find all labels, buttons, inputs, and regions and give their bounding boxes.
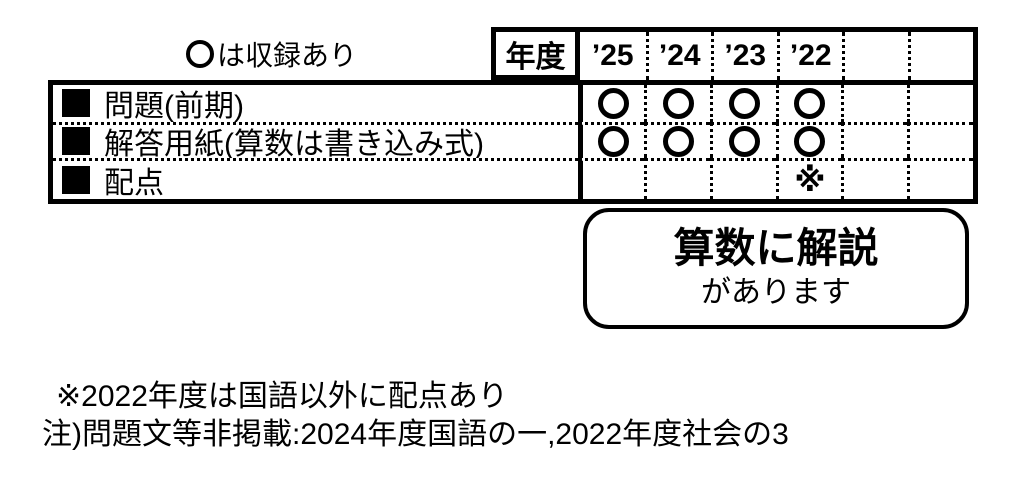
year-column-header: [907, 32, 974, 80]
circle-mark-icon: [728, 125, 760, 157]
circle-mark-icon: [597, 125, 629, 157]
black-square-icon: [62, 127, 90, 156]
availability-table: 問題(前期) 解答用紙(算数は書き込み式) 配点 ※: [48, 80, 978, 204]
circle-mark-icon: [728, 87, 760, 119]
table-cell: [907, 158, 973, 199]
year-header-row: 年度 ’25 ’24 ’23 ’22: [491, 27, 978, 80]
table-cell: [578, 121, 644, 158]
table-cell: [578, 85, 644, 122]
circle-mark-icon: [597, 87, 629, 119]
year-header-label: 年度: [491, 27, 580, 80]
table-cell: [643, 85, 710, 122]
table-cell: [578, 158, 644, 199]
year-column-header: ’22: [776, 32, 843, 80]
table-cell: [841, 85, 907, 122]
table-cell: ※: [775, 158, 842, 199]
row-label-text: 解答用紙(算数は書き込み式): [104, 128, 484, 158]
year-columns: ’25 ’24 ’23 ’22: [580, 27, 978, 80]
table-cell: [907, 85, 973, 122]
table-cell: [709, 85, 776, 122]
year-column-header: [842, 32, 908, 80]
black-square-icon: [62, 89, 90, 118]
table-cell: [709, 121, 776, 158]
table-cell: [841, 121, 908, 158]
table-cell: [775, 121, 842, 158]
callout-box: 算数に解説 があります: [583, 208, 969, 329]
year-column-header: ’23: [711, 32, 777, 80]
year-column-header: ’24: [645, 32, 712, 80]
circle-mark-icon: [662, 87, 694, 119]
table-cell: [643, 158, 710, 199]
black-square-icon: [62, 166, 90, 194]
table-cell: [709, 158, 776, 199]
callout-line2: があります: [701, 276, 851, 310]
row-label-text: 配点: [104, 167, 164, 199]
circle-mark-icon: [794, 87, 826, 119]
footnote-omitted-texts: 注)問題文等非掲載:2024年度国語の一,2022年度社会の3: [42, 418, 789, 451]
year-column-header: ’25: [591, 39, 634, 72]
circle-mark-icon: [662, 125, 694, 157]
table-cell: [643, 121, 710, 158]
footnote-scoring: ※2022年度は国語以外に配点あり: [56, 380, 508, 413]
legend-included-note: は収録あり: [186, 34, 357, 74]
callout-line1: 算数に解説: [673, 224, 879, 271]
row-label-text: 問題(前期): [104, 90, 244, 122]
legend-label: は収録あり: [217, 40, 358, 71]
table-cell: [907, 121, 973, 158]
table-cell: [841, 158, 908, 199]
row-label-answer-sheets: 解答用紙(算数は書き込み式): [53, 121, 578, 158]
circle-mark-icon: [186, 40, 214, 68]
circle-mark-icon: [794, 125, 826, 157]
table-cell: [775, 85, 842, 122]
row-label-questions: 問題(前期): [53, 85, 578, 122]
row-label-scoring: 配点: [53, 158, 578, 199]
